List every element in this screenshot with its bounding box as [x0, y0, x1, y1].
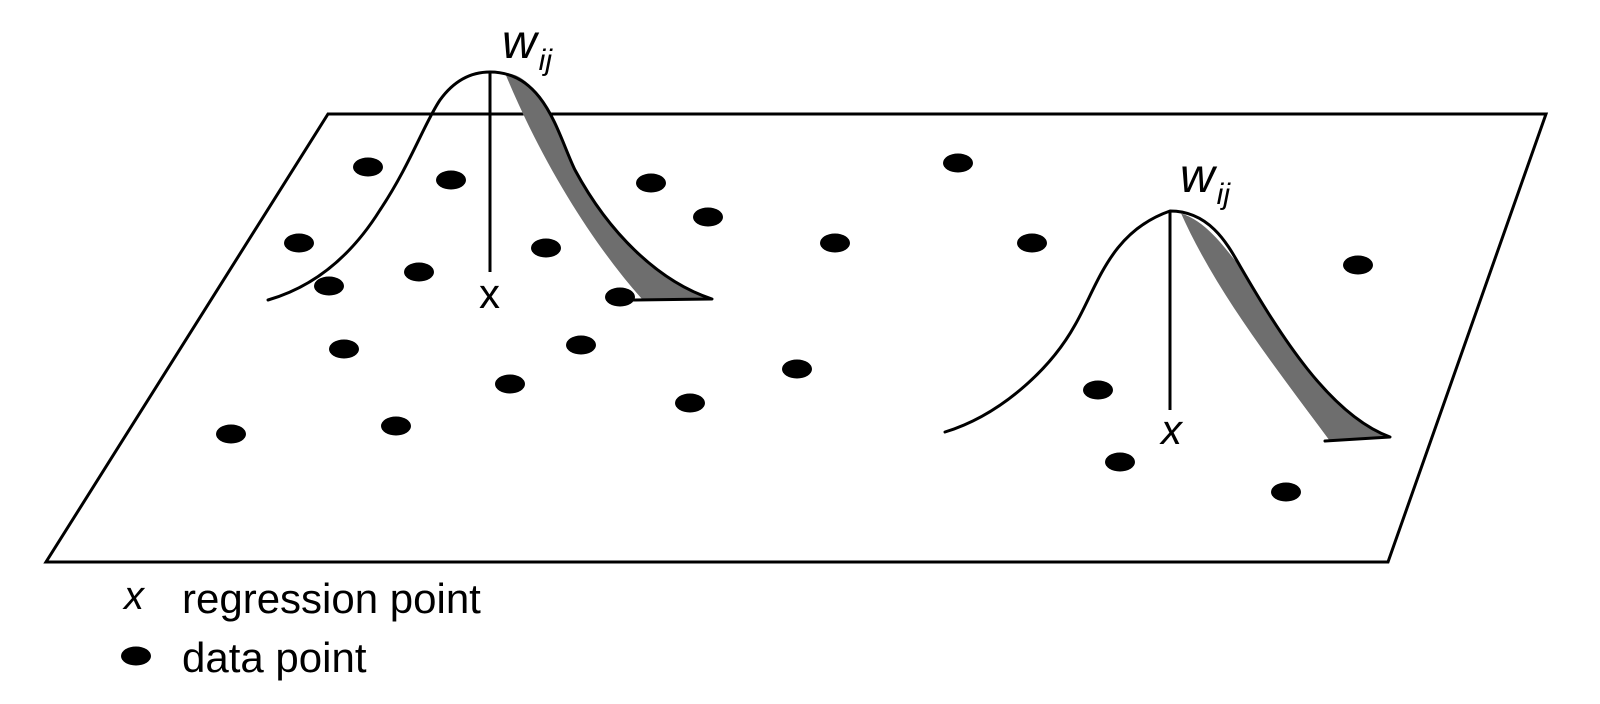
data-point [782, 359, 812, 379]
legend-data-point-icon [121, 646, 151, 666]
legend-regression-symbol: x [122, 574, 146, 618]
data-point [1271, 482, 1301, 502]
legend-regression-label: regression point [182, 575, 481, 622]
data-point [216, 424, 246, 444]
data-point [566, 335, 596, 355]
data-point [436, 170, 466, 190]
data-point [495, 374, 525, 394]
data-point [531, 238, 561, 258]
legend-data-label: data point [182, 634, 367, 681]
data-point [1105, 452, 1135, 472]
data-point [820, 233, 850, 253]
data-point [675, 393, 705, 413]
data-point [353, 157, 383, 177]
kernel-left-curve [266, 70, 714, 302]
data-point [284, 233, 314, 253]
data-point [693, 207, 723, 227]
data-point [605, 287, 635, 307]
kernel-right-weight-label: wij [1180, 150, 1231, 211]
data-point [1017, 233, 1047, 253]
data-point [381, 416, 411, 436]
ground-plane [43, 112, 1549, 564]
data-point [943, 153, 973, 173]
data-point [404, 262, 434, 282]
data-point [314, 276, 344, 296]
data-point [329, 339, 359, 359]
data-point [636, 173, 666, 193]
data-point [1083, 380, 1113, 400]
legend: x regression point data point [121, 574, 481, 681]
kernel-right-regression-point-label: x [1159, 406, 1184, 453]
kernel-left-regression-point-label: x [479, 270, 500, 317]
kernel-right: wij x [943, 150, 1392, 453]
data-point [1343, 255, 1373, 275]
kernel-left: wij x [266, 16, 714, 317]
data-points [216, 153, 1373, 502]
kernel-right-shadow-edge [1170, 211, 1390, 441]
kernel-left-weight-label: wij [502, 16, 553, 77]
